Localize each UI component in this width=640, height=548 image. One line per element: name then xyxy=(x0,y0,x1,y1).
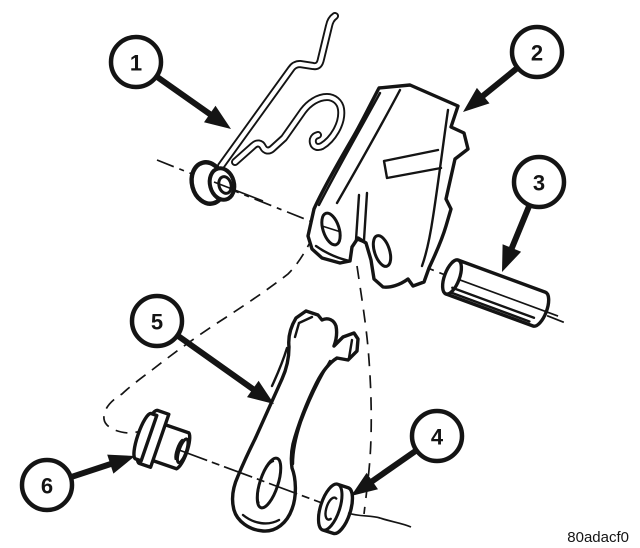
washer-bore-arc xyxy=(324,496,338,521)
callout-number: 1 xyxy=(130,51,142,76)
callout-number: 3 xyxy=(533,171,545,196)
pin-slot-lines xyxy=(450,286,536,323)
bracket-hole-tick xyxy=(321,225,342,233)
bracket-fold-line-2 xyxy=(335,88,402,205)
callout-circle xyxy=(129,293,185,349)
bracket-web-lines xyxy=(382,148,443,180)
bushing-end-ring xyxy=(132,411,159,463)
figure-code: 80adacf0 xyxy=(567,529,629,546)
callout-circle xyxy=(108,34,164,90)
bracket-fold-line-1 xyxy=(317,91,382,207)
callout-arrow-head xyxy=(502,244,522,272)
bracket-arm-thickness-line xyxy=(314,244,352,263)
part-6-pivot-bushing xyxy=(132,408,192,471)
callout-number: 2 xyxy=(531,41,543,66)
callout-circle xyxy=(19,457,75,513)
callout-number: 4 xyxy=(431,425,444,450)
bracket-flange-line xyxy=(420,108,450,268)
callout-arrow-shaft xyxy=(507,203,533,253)
lever-slot-depth-line xyxy=(256,459,275,504)
callout-number: 6 xyxy=(41,474,53,499)
callouts-layer: 1 2 3 4 5 6 xyxy=(19,24,567,513)
callout-circle xyxy=(511,154,567,210)
centerline-tail-curve xyxy=(347,512,412,528)
clip-wire-upper-arm-fill xyxy=(218,13,338,169)
callout-arrow-head xyxy=(107,454,135,474)
callout-number: 5 xyxy=(151,310,163,335)
callout-4: 4 xyxy=(351,408,465,496)
lever-shaft-contour-right xyxy=(291,359,332,466)
callout-circle xyxy=(409,408,465,464)
callout-5: 5 xyxy=(129,293,274,404)
pin-axis-line xyxy=(458,278,559,317)
callout-1: 1 xyxy=(108,34,231,129)
lever-foot-thickness-line xyxy=(241,513,281,525)
callout-arrow-shaft xyxy=(69,460,116,481)
callout-3: 3 xyxy=(502,154,567,272)
lever-shaft-contour-left xyxy=(270,346,289,388)
lever-ear-line xyxy=(347,338,354,360)
callout-arrow-shaft xyxy=(154,73,215,119)
bracket-outline xyxy=(306,83,470,289)
callout-arrow-shaft xyxy=(175,333,258,394)
assembly-dash-left xyxy=(103,217,322,434)
clip-eye-hole xyxy=(217,175,233,195)
part-2-pivot-bracket xyxy=(306,83,470,289)
callout-arrow-shaft xyxy=(367,447,419,486)
callout-2: 2 xyxy=(463,24,565,112)
centerline-through-eye xyxy=(213,181,264,202)
callout-arrow-head xyxy=(463,87,490,112)
part-4-retaining-washer xyxy=(316,482,355,536)
bracket-rear-pivot-hole xyxy=(371,234,393,268)
part-5-shift-lever xyxy=(230,309,360,533)
washer-face xyxy=(317,482,344,532)
bracket-gap-lines xyxy=(354,191,369,242)
lever-tab-bevel-lines xyxy=(293,315,314,339)
callout-arrow-head xyxy=(204,105,231,129)
callout-arrow-head xyxy=(247,380,274,404)
callout-6: 6 xyxy=(19,454,135,513)
centerline-lever-axis xyxy=(178,449,323,504)
part-1-spring-clip xyxy=(189,12,346,206)
clip-wire-lower-arm-fill xyxy=(232,94,344,165)
part-3-pivot-pin xyxy=(440,258,559,328)
bushing-bore-depth-line xyxy=(174,438,184,461)
callout-arrow-head xyxy=(351,472,378,496)
callout-circle xyxy=(509,24,565,80)
callout-arrow-shaft xyxy=(478,65,520,101)
